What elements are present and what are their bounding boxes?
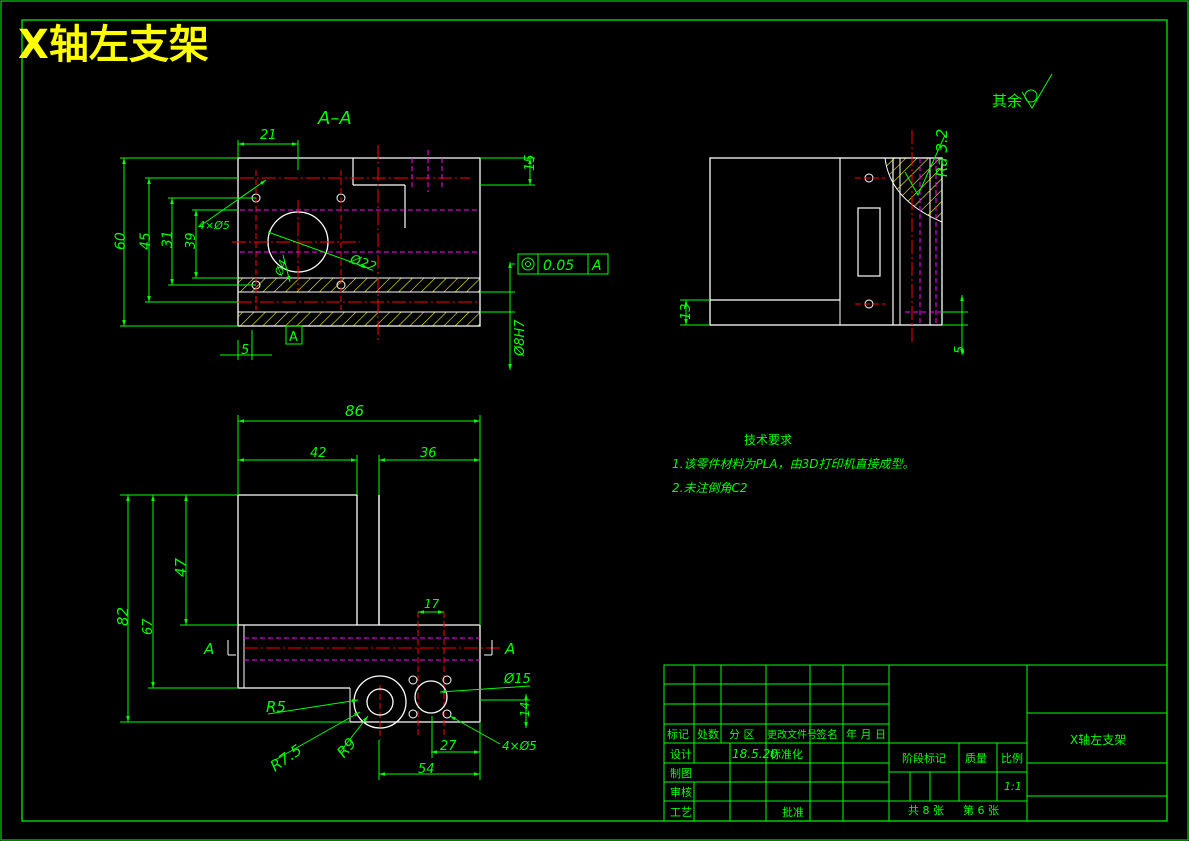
tb-design: 设计 — [670, 748, 692, 761]
dim-86: 86 — [345, 402, 364, 420]
dim-phi15: Ø15 — [503, 672, 531, 687]
dim-r5: R5 — [266, 698, 286, 716]
tb-scale-value: 1:1 — [1004, 780, 1022, 793]
dim-31: 31 — [160, 230, 176, 248]
dim-holes: 4×Ø5 — [198, 219, 230, 232]
dim-14: 14 — [518, 702, 532, 717]
roughness-ra: Ra 3.2 — [933, 129, 951, 177]
tb-sheet-no: 第 6 张 — [963, 803, 999, 817]
tb-check: 审核 — [670, 785, 692, 799]
small-hole — [408, 709, 418, 719]
general-roughness: 其余 — [992, 73, 1053, 110]
plan-view: A A — [114, 402, 537, 780]
tech-heading: 技术要求 — [744, 433, 792, 447]
dim-phi22: Ø22 — [347, 252, 378, 276]
slot — [857, 207, 881, 277]
tolerance-frame: 0.05 A — [517, 253, 609, 275]
dim-60: 60 — [113, 232, 129, 250]
title-block — [663, 664, 1168, 822]
side-view: 13 5 Ra 3.2 — [679, 129, 968, 355]
tb-approve: 批准 — [782, 805, 804, 819]
tb-mass: 质量 — [965, 752, 987, 765]
tb-scale: 比例 — [1001, 751, 1023, 765]
hatch-band-top — [237, 277, 481, 293]
tb-draw: 制图 — [670, 767, 692, 780]
dim-13: 13 — [679, 303, 694, 320]
dim-21: 21 — [260, 128, 277, 143]
roughness-symbol: Ra 3.2 — [904, 129, 951, 197]
dim-82: 82 — [114, 607, 132, 626]
small-hole — [442, 709, 452, 719]
plan-outline — [238, 494, 380, 626]
bore-inner — [366, 688, 394, 716]
tech-line-2: 2.未注倒角C2 — [672, 481, 747, 495]
dim-45: 45 — [138, 232, 154, 250]
dim-phi8h7: Ø8H7 — [513, 319, 528, 357]
dim-36: 36 — [420, 446, 437, 461]
tb-header-sign: 签名 — [816, 727, 838, 741]
tb-date: 18.5.20 — [732, 747, 778, 761]
small-hole — [442, 675, 452, 685]
dim-phi4: Ø4 — [272, 258, 290, 278]
dim-5: 5 — [241, 343, 249, 358]
dim-39: 39 — [184, 232, 199, 249]
section-label: A–A — [317, 108, 352, 129]
bore-outer — [353, 675, 407, 729]
dim-67: 67 — [141, 618, 156, 635]
tech-line-1: 1.该零件材料为PLA，由3D打印机直接成型。 — [672, 457, 914, 471]
tb-std: 标准化 — [770, 747, 803, 761]
inner-frame — [21, 19, 1168, 822]
small-hole — [408, 675, 418, 685]
tb-header-zone: 分 区 — [729, 728, 755, 741]
tb-header-change: 更改文件号 — [767, 728, 817, 741]
tolerance-value: 0.05 — [543, 258, 574, 274]
title-block-text: 标记 处数 分 区 更改文件号 签名 年 月 日 设计 18.5.20 标准化 … — [667, 727, 1126, 819]
concentricity-icon — [521, 257, 535, 271]
dim-54: 54 — [418, 762, 435, 777]
tb-part-name: X轴左支架 — [1070, 732, 1126, 747]
side-outline — [709, 157, 943, 326]
section-mark-right: A — [504, 640, 515, 658]
section-view-aa: A–A — [113, 108, 609, 370]
dim-5: 5 — [953, 346, 968, 354]
dim-17: 17 — [424, 597, 440, 611]
hatch-band-bottom — [237, 311, 481, 327]
tb-sheets-total: 共 8 张 — [908, 804, 944, 817]
datum-a-box — [285, 325, 303, 345]
tb-header-count: 处数 — [697, 728, 719, 741]
drawing-title: X轴左支架 — [18, 22, 209, 68]
dim-r9: R9 — [333, 734, 360, 761]
dim-27: 27 — [440, 739, 457, 754]
tolerance-datum: A — [591, 258, 602, 274]
section-mark-left: A — [203, 640, 214, 658]
dim-47: 47 — [172, 557, 190, 577]
dim-42: 42 — [310, 446, 327, 461]
roughness-general-label: 其余 — [992, 92, 1022, 110]
datum-a: A — [289, 330, 298, 345]
dim-15: 15 — [523, 154, 538, 171]
boss-circle — [414, 680, 448, 714]
tb-process: 工艺 — [670, 806, 692, 819]
dim-holes: 4×Ø5 — [502, 739, 537, 753]
tb-header-mark: 标记 — [667, 727, 689, 741]
tech-requirements: 技术要求 1.该零件材料为PLA，由3D打印机直接成型。 2.未注倒角C2 — [672, 433, 914, 495]
tb-header-date: 年 月 日 — [846, 727, 886, 741]
tb-stage: 阶段标记 — [902, 751, 946, 765]
